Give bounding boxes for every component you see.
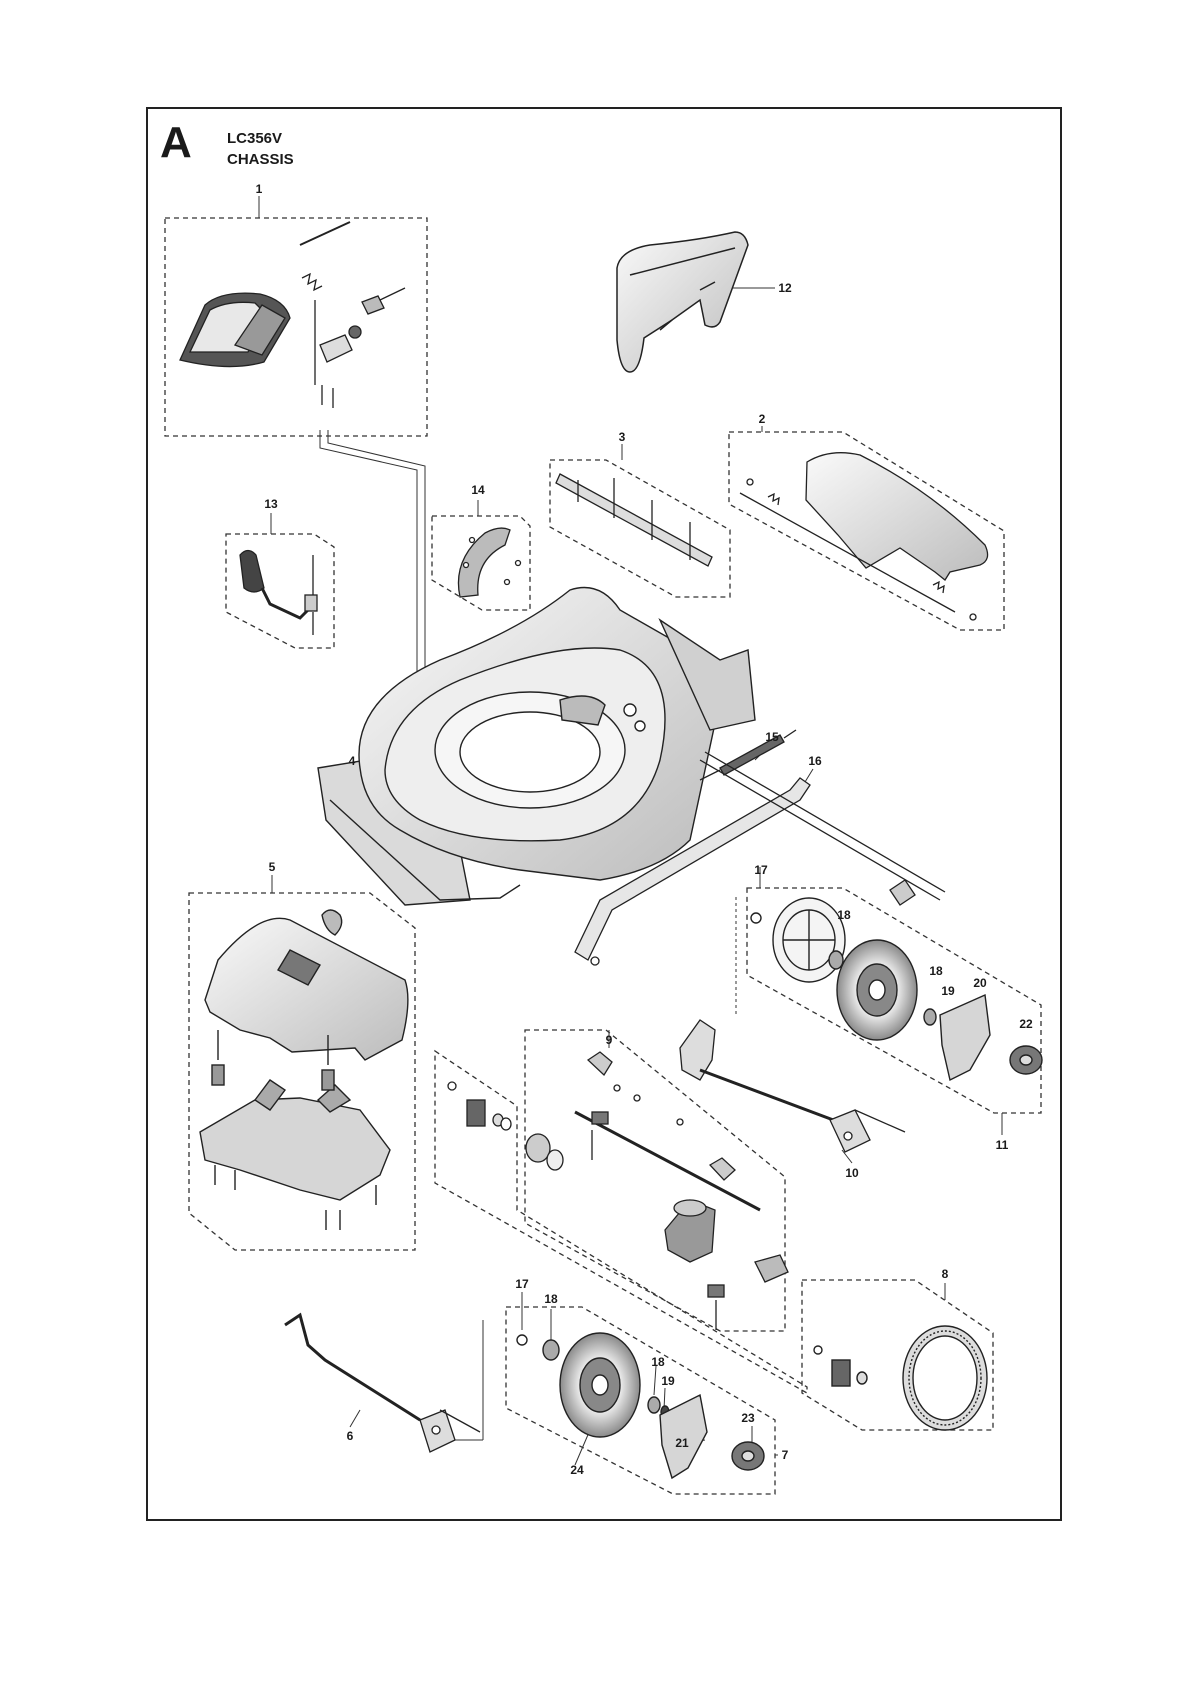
callout-18-rear-a: 18 — [837, 908, 851, 922]
callout-12: 12 — [778, 281, 792, 295]
part-5-front-cover — [199, 909, 409, 1230]
part-6-front-axle — [284, 1312, 481, 1453]
callout-4: 4 — [348, 754, 356, 768]
group-box-13 — [225, 533, 335, 649]
callout-17-rear: 17 — [754, 863, 768, 877]
group-box-gear — [434, 1049, 808, 1395]
callout-15: 15 — [765, 730, 779, 744]
part-8-ring-gear — [813, 1325, 988, 1431]
part-12-bag-cover — [616, 231, 749, 373]
callout-20: 20 — [973, 976, 987, 990]
group-box-7 — [505, 1306, 776, 1495]
part-4-deck — [317, 586, 756, 906]
callout-11: 11 — [995, 1138, 1009, 1152]
part-rear-wheel-assembly — [750, 897, 1043, 1082]
callout-18-front-a: 18 — [544, 1292, 558, 1306]
part-3-rail — [555, 473, 713, 567]
callout-24: 24 — [570, 1463, 584, 1477]
model-label: LC356V — [227, 130, 283, 147]
part-9-gearbox — [574, 1051, 789, 1330]
callout-21: 21 — [675, 1436, 689, 1450]
callout-8: 8 — [941, 1267, 949, 1281]
group-box-5 — [188, 892, 416, 1251]
callout-5: 5 — [268, 860, 276, 874]
group-box-14 — [431, 515, 531, 611]
callout-2: 2 — [758, 412, 766, 426]
part-13-height-lever — [239, 549, 318, 635]
part-10-axle-bracket — [679, 1019, 906, 1153]
part-15-spring — [699, 729, 797, 781]
section-letter: A — [160, 118, 192, 167]
callout-19-rear: 19 — [941, 984, 955, 998]
callout-6: 6 — [346, 1429, 354, 1443]
callout-13: 13 — [264, 497, 278, 511]
group-box-3 — [549, 459, 731, 598]
page-frame — [146, 107, 1062, 1521]
callout-19-front: 19 — [661, 1374, 675, 1388]
callout-16: 16 — [808, 754, 822, 768]
section-title: CHASSIS — [227, 151, 294, 168]
part-7-front-wheel-assembly — [516, 1332, 765, 1480]
callout-1: 1 — [255, 182, 263, 196]
group-box-1 — [164, 217, 428, 437]
group-box-9 — [524, 1029, 786, 1332]
part-drive-pinion-left — [447, 1081, 564, 1171]
part-1-control-handle — [179, 221, 406, 408]
part-14-height-scale — [457, 527, 522, 598]
part-16-rear-axle — [574, 751, 946, 966]
part-2-rear-flap — [739, 452, 989, 621]
callout-3: 3 — [618, 430, 626, 444]
group-box-8 — [801, 1279, 994, 1431]
callout-9: 9 — [605, 1033, 613, 1047]
callout-14: 14 — [471, 483, 485, 497]
callout-23: 23 — [741, 1411, 755, 1425]
callout-17-front: 17 — [515, 1277, 529, 1291]
callout-18-front-b: 18 — [651, 1355, 665, 1369]
callout-18-rear-b: 18 — [929, 964, 943, 978]
callout-22: 22 — [1019, 1017, 1033, 1031]
callout-10: 10 — [845, 1166, 859, 1180]
group-box-11 — [746, 887, 1042, 1114]
callout-7: 7 — [781, 1448, 789, 1462]
